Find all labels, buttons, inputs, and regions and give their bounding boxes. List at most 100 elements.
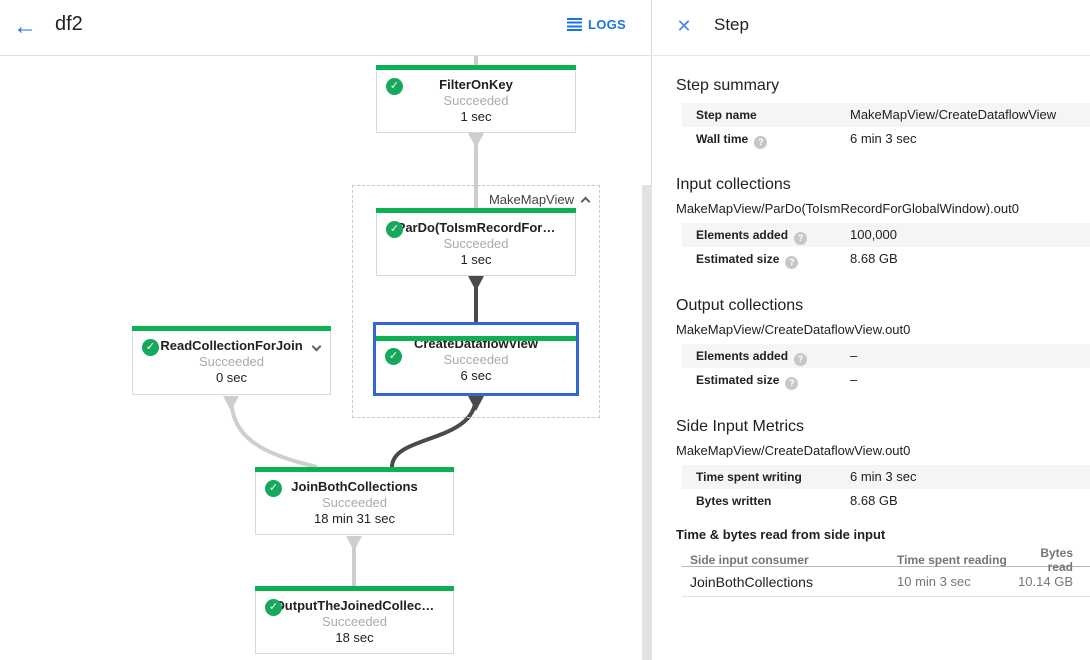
graph-header: ← df2 LOGS <box>0 0 651 56</box>
node-status: Succeeded <box>443 352 509 367</box>
kv-value: 6 min 3 sec <box>850 469 917 484</box>
group-makemapview-toggle[interactable]: MakeMapView <box>488 192 591 207</box>
node-title: OutputTheJoinedCollec… <box>274 598 435 613</box>
help-icon[interactable]: ? <box>794 232 808 245</box>
logs-list-icon <box>566 18 582 31</box>
help-icon[interactable]: ? <box>794 353 808 366</box>
kv-value: 100,000 <box>850 227 897 242</box>
job-graph-panel: ← df2 LOGS <box>0 0 652 660</box>
kv-row-time-spent-writing: Time spent writing 6 min 3 sec <box>682 465 1090 489</box>
close-icon[interactable]: ✕ <box>676 16 692 36</box>
logs-button-label: LOGS <box>587 17 626 32</box>
help-icon[interactable]: ? <box>785 377 799 390</box>
node-status: Succeeded <box>443 93 509 108</box>
node-title: JoinBothCollections <box>291 479 418 494</box>
kv-value: MakeMapView/CreateDataflowView <box>850 107 1057 122</box>
node-status-bar <box>376 65 576 70</box>
kv-value: 8.68 GB <box>850 251 898 266</box>
kv-row-estimated-size: Estimated size? – <box>682 368 1090 392</box>
kv-label: Bytes written <box>696 494 772 508</box>
kv-label: Step name <box>696 108 757 122</box>
node-status-bar <box>376 208 576 213</box>
graph-canvas[interactable]: MakeMapView ✓ FilterOnKey Succeeded 1 se… <box>0 56 652 660</box>
side-input-collection-name: MakeMapView/CreateDataflowView.out0 <box>676 443 911 458</box>
node-wall-time: 1 sec <box>460 252 492 267</box>
kv-value: 8.68 GB <box>850 493 898 508</box>
graph-node-outputthejoinedcollection[interactable]: ✓ OutputTheJoinedCollec… Succeeded 18 se… <box>255 586 454 654</box>
group-makemapview: MakeMapView <box>352 185 600 418</box>
graph-node-pardo-toismrecord[interactable]: ✓ ParDo(ToIsmRecordFor… Succeeded 1 sec <box>376 208 576 276</box>
graph-node-readcollectionforjoin[interactable]: ✓ ReadCollectionForJoin Succeeded 0 sec <box>132 326 331 395</box>
table-header-row: Side input consumer Time spent reading B… <box>682 546 1090 574</box>
table-heading-side-input-reads: Time & bytes read from side input <box>676 527 886 542</box>
node-wall-time: 1 sec <box>460 109 492 124</box>
node-status-bar <box>376 336 576 341</box>
node-status: Succeeded <box>321 495 388 510</box>
kv-label: Wall time <box>696 132 749 146</box>
check-circle-icon: ✓ <box>142 339 159 356</box>
kv-label: Time spent writing <box>696 470 802 484</box>
cell-time-spent-reading: 10 min 3 sec <box>897 574 971 589</box>
check-circle-icon: ✓ <box>265 599 282 616</box>
kv-label: Estimated size <box>696 373 780 387</box>
node-status-bar <box>255 467 454 472</box>
graph-node-filteronkey[interactable]: ✓ FilterOnKey Succeeded 1 sec <box>376 65 576 133</box>
input-collection-name: MakeMapView/ParDo(ToIsmRecordForGlobalWi… <box>676 201 1019 216</box>
kv-label: Elements added <box>696 228 789 242</box>
node-title: ParDo(ToIsmRecordFor… <box>396 220 556 235</box>
node-wall-time: 0 sec <box>215 370 248 385</box>
node-status-bar <box>255 586 454 591</box>
side-input-metrics-rows: Time spent writing 6 min 3 sec Bytes wri… <box>682 465 1090 513</box>
chevron-up-icon <box>580 196 591 207</box>
check-circle-icon: ✓ <box>386 221 403 238</box>
graph-node-createdataflowview-selected[interactable]: ✓ CreateDataflowView Succeeded 6 sec <box>373 322 579 396</box>
kv-value: 6 min 3 sec <box>850 131 917 146</box>
node-status: Succeeded <box>443 236 509 251</box>
step-panel-header: ✕ Step <box>653 0 1090 56</box>
col-header-bytes-read: Bytes read <box>1040 546 1073 574</box>
check-circle-icon: ✓ <box>386 78 403 95</box>
step-summary-rows: Step name MakeMapView/CreateDataflowView… <box>682 103 1090 151</box>
output-collection-name: MakeMapView/CreateDataflowView.out0 <box>676 322 911 337</box>
col-header-side-input-consumer: Side input consumer <box>690 553 809 567</box>
section-heading-output-collections: Output collections <box>676 297 804 314</box>
logs-button[interactable]: LOGS <box>566 17 626 32</box>
graph-scrollbar[interactable] <box>642 185 652 660</box>
kv-value: – <box>850 348 858 363</box>
kv-value: – <box>850 372 858 387</box>
kv-row-step-name: Step name MakeMapView/CreateDataflowView <box>682 103 1090 127</box>
kv-row-elements-added: Elements added? 100,000 <box>682 223 1090 247</box>
section-heading-step-summary: Step summary <box>676 77 780 94</box>
table-row-joinbothcollections: JoinBothCollections 10 min 3 sec 10.14 G… <box>682 567 1090 597</box>
kv-label: Elements added <box>696 349 789 363</box>
cell-consumer: JoinBothCollections <box>690 573 813 590</box>
node-status-bar <box>132 326 331 331</box>
check-circle-icon: ✓ <box>385 348 402 365</box>
group-label: MakeMapView <box>488 192 574 207</box>
node-title: FilterOnKey <box>439 77 513 92</box>
node-title: ReadCollectionForJoin <box>160 338 303 353</box>
graph-node-joinbothcollections[interactable]: ✓ JoinBothCollections Succeeded 18 min 3… <box>255 467 454 535</box>
kv-row-wall-time: Wall time? 6 min 3 sec <box>682 127 1090 151</box>
section-heading-input-collections: Input collections <box>676 176 791 193</box>
node-wall-time: 18 sec <box>335 630 374 645</box>
help-icon[interactable]: ? <box>785 256 799 269</box>
output-collections-rows: Elements added? – Estimated size? – <box>682 344 1090 392</box>
node-wall-time: 18 min 31 sec <box>314 511 395 526</box>
back-arrow-icon[interactable]: ← <box>13 13 37 40</box>
kv-row-estimated-size: Estimated size? 8.68 GB <box>682 247 1090 271</box>
side-input-read-table: Side input consumer Time spent reading B… <box>682 546 1090 597</box>
graph-edges <box>223 56 484 586</box>
step-detail-panel: ✕ Step Step summary Step name MakeMapVie… <box>653 0 1090 660</box>
check-circle-icon: ✓ <box>265 480 282 497</box>
input-collections-rows: Elements added? 100,000 Estimated size? … <box>682 223 1090 271</box>
kv-label: Estimated size <box>696 252 780 266</box>
node-status: Succeeded <box>321 614 388 629</box>
cell-bytes-read: 10.14 GB <box>1018 574 1073 589</box>
section-heading-side-input-metrics: Side Input Metrics <box>676 418 805 435</box>
job-title: df2 <box>55 13 83 35</box>
panel-title: Step <box>714 15 749 34</box>
help-icon[interactable]: ? <box>754 136 768 149</box>
kv-row-bytes-written: Bytes written 8.68 GB <box>682 489 1090 513</box>
